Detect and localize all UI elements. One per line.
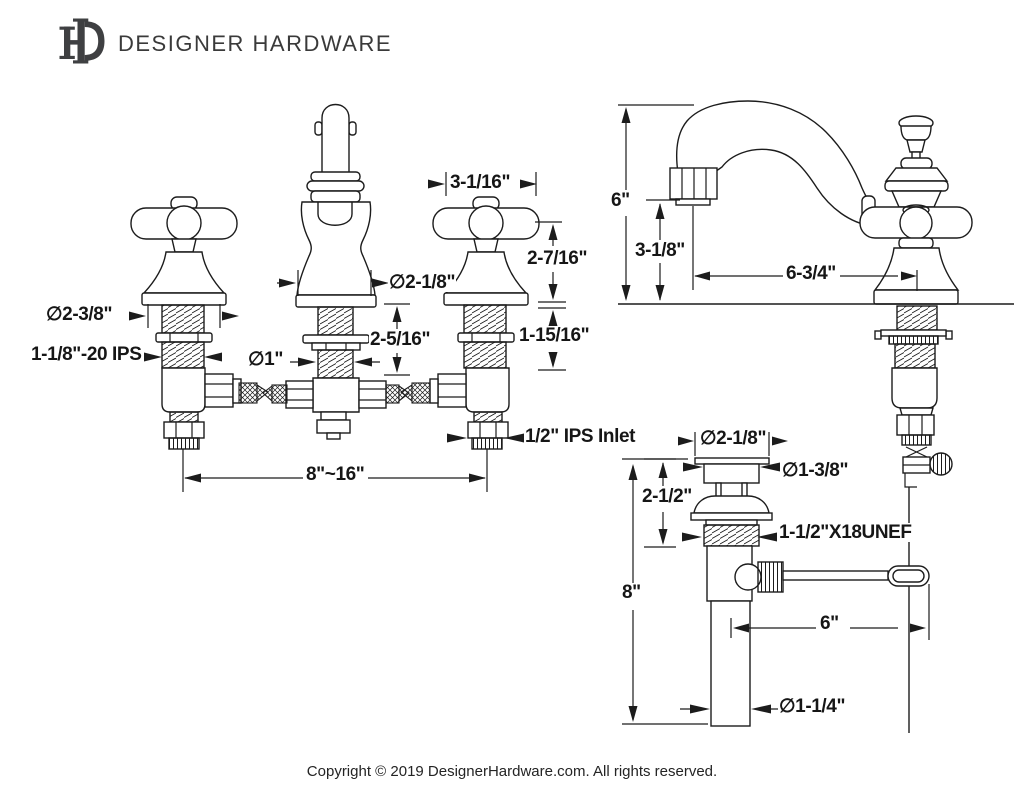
dim-spout-height: 6" — [610, 190, 631, 211]
dim-drain-thread: 1-1/2"X18UNEF — [778, 522, 913, 543]
center-spout — [262, 103, 410, 440]
dim-shank-height: 1-15/16" — [518, 325, 591, 346]
side-handle — [859, 115, 973, 305]
dim-spout-base-dia: ∅2-1/8" — [388, 272, 457, 293]
drain-drawing — [622, 432, 930, 727]
copyright-text: Copyright © 2019 DesignerHardware.com. A… — [306, 763, 718, 780]
side-view-dimensions — [618, 104, 918, 301]
dim-drain-upper-length: 2-1/2" — [641, 486, 693, 507]
dim-spout-shank-height: 2-5/16" — [369, 329, 432, 350]
dh-monogram-icon — [59, 18, 105, 64]
dim-inlet-spec: 1/2" IPS Inlet — [524, 426, 637, 447]
dim-drain-rod-length: 6" — [819, 613, 840, 634]
drain-dimensions — [622, 432, 930, 725]
pivot-rod — [782, 570, 889, 581]
left-handle — [130, 196, 269, 450]
drain-stopper — [703, 463, 760, 484]
front-view-drawing — [129, 103, 566, 492]
spout-nozzle — [669, 167, 718, 206]
dim-spout-shank-dia: ∅1" — [247, 349, 284, 370]
brand-logo — [59, 18, 105, 64]
dim-spout-reach: 6-3/4" — [785, 263, 837, 284]
side-spout — [676, 100, 873, 227]
dim-handle-width: 3-1/16" — [449, 172, 512, 193]
drain-flange — [694, 457, 770, 465]
front-view-dimensions — [129, 172, 566, 492]
dim-shank-thread: 1-1/8"-20 IPS — [30, 344, 143, 365]
drain-threads — [703, 524, 760, 547]
dim-drain-height: 8" — [621, 582, 642, 603]
brand-title: DESIGNER HARDWARE — [118, 31, 393, 56]
side-valve-assembly — [874, 305, 953, 733]
clevis-strap — [887, 565, 930, 587]
pivot-nut — [757, 561, 784, 593]
dim-spread-range: 8"~16" — [305, 464, 366, 485]
right-handle — [400, 196, 540, 450]
dim-drain-pipe-dia: ∅1-1/4" — [778, 696, 847, 717]
dim-drain-flange-dia: ∅2-1/8" — [699, 428, 768, 449]
dim-handle-base-dia: ∅2-3/8" — [45, 304, 114, 325]
dim-spout-clearance: 3-1/8" — [634, 240, 686, 261]
dim-handle-height: 2-7/16" — [526, 248, 589, 269]
dim-drain-stopper-dia: ∅1-3/8" — [781, 460, 850, 481]
side-view-drawing — [618, 100, 1014, 733]
